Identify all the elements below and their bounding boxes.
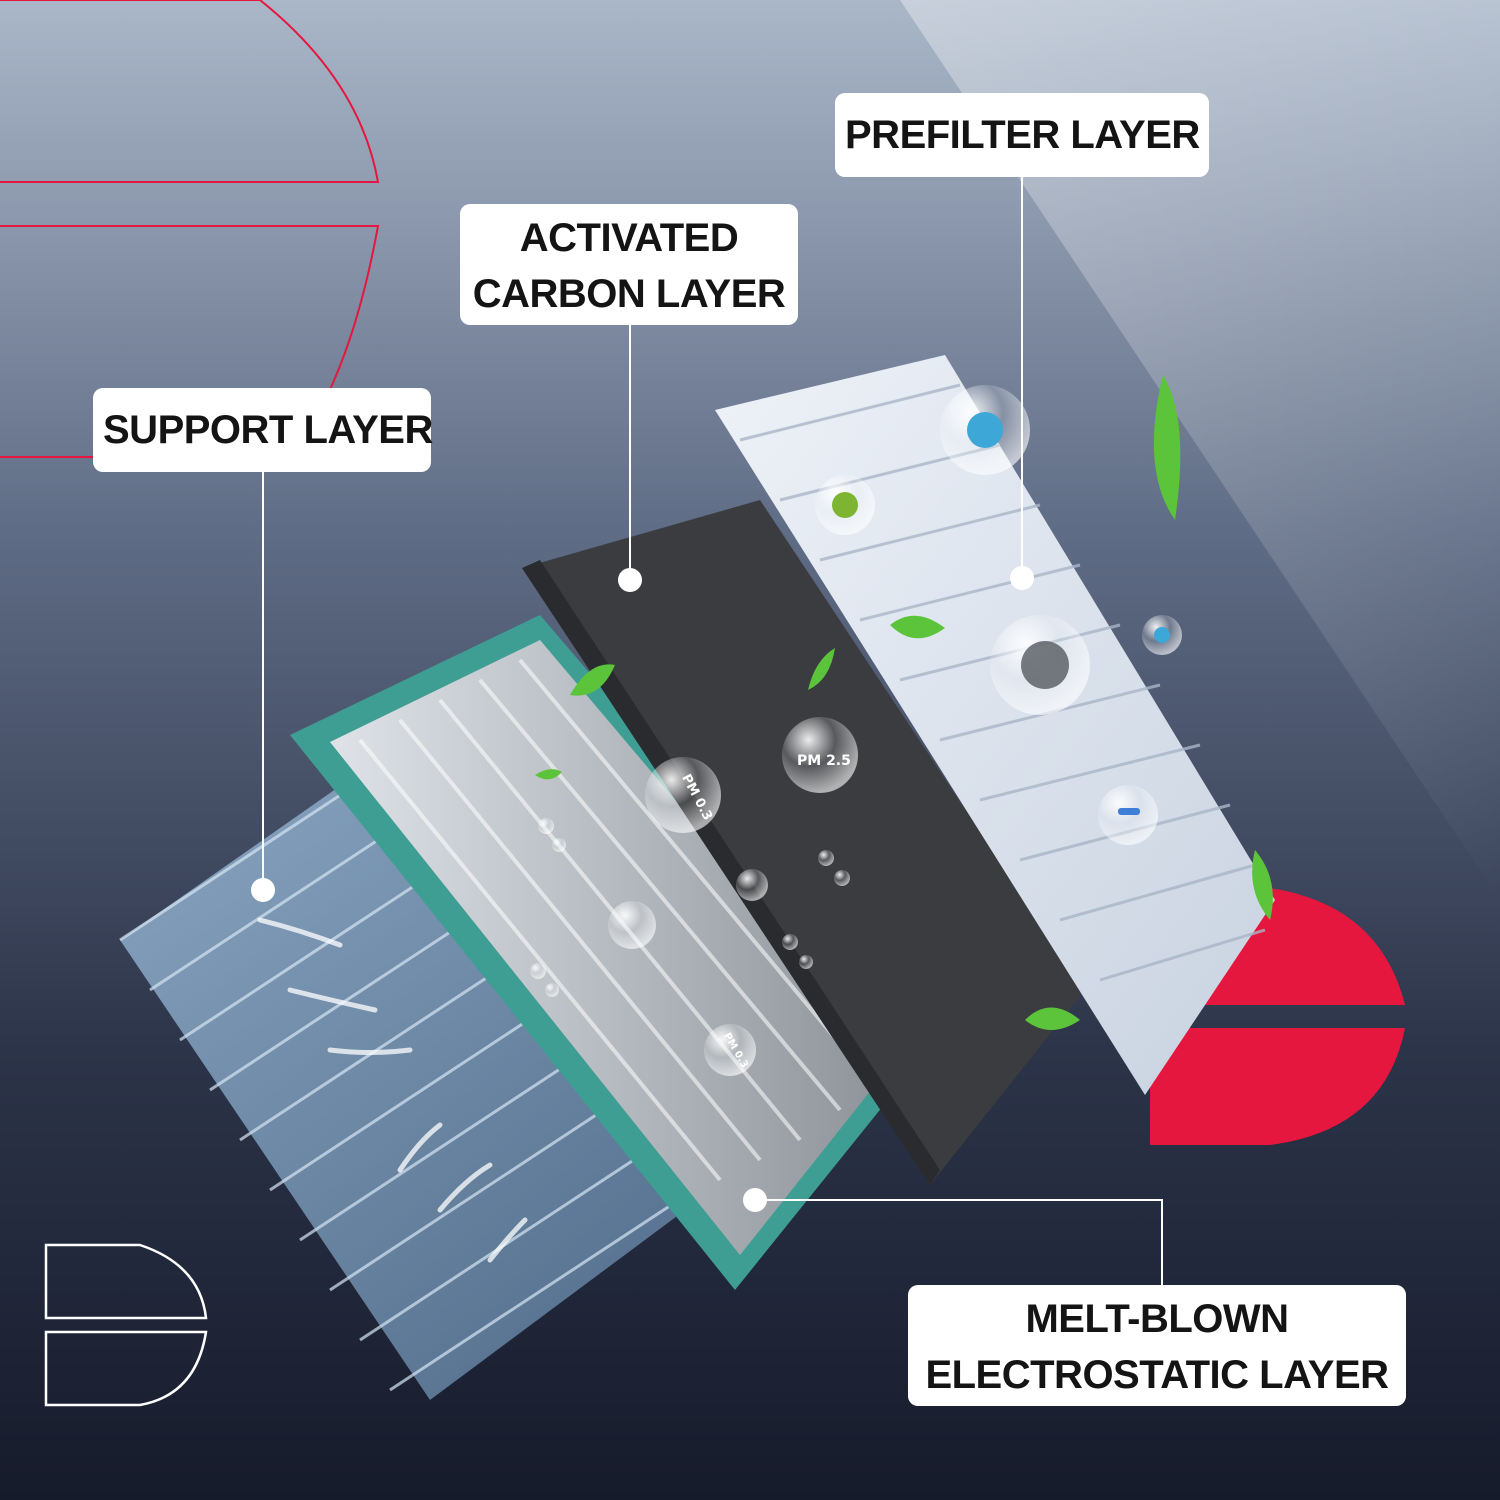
leaf-decorations xyxy=(535,375,1273,1030)
leaf-icon xyxy=(535,769,562,780)
support-layer-text: SUPPORT LAYER xyxy=(103,408,433,452)
pm03-bubble-a xyxy=(645,757,721,833)
leader-lines xyxy=(262,177,1163,1285)
leader-dots xyxy=(251,566,1034,1212)
leaf-icon xyxy=(1252,850,1273,920)
activated-carbon-layer-label: ACTIVATED CARBON LAYER xyxy=(460,204,798,325)
pm03-bubble-b xyxy=(704,1024,756,1076)
prefilter-layer-pleats xyxy=(715,355,1275,1095)
activated-carbon-line-2: CARBON LAYER xyxy=(472,272,786,316)
prefilter-layer-label: PREFILTER LAYER xyxy=(835,93,1209,177)
pm25-bubble xyxy=(782,717,858,793)
melt-blown-electrostatic-layer-label: MELT-BLOWN ELECTROSTATIC LAYER xyxy=(908,1285,1406,1406)
leaf-icon xyxy=(1025,1007,1080,1030)
pm25-label: PM 2.5 xyxy=(797,753,851,769)
activated-carbon-line-1: ACTIVATED xyxy=(519,216,739,260)
leaf-icon xyxy=(570,664,615,696)
air-stream-glow xyxy=(900,0,1500,900)
leaf-icon xyxy=(808,648,835,690)
decorative-white-outline xyxy=(44,1243,208,1407)
activated-carbon-layer xyxy=(522,500,1085,1185)
melt-blown-line-2: ELECTROSTATIC LAYER xyxy=(925,1353,1389,1397)
support-layer-label: SUPPORT LAYER xyxy=(93,388,433,472)
leaf-icon xyxy=(1153,375,1181,520)
melt-blown-line-1: MELT-BLOWN xyxy=(1025,1297,1289,1341)
prefilter-layer-text: PREFILTER LAYER xyxy=(845,113,1200,157)
particle-bubbles: PM 2.5 PM 0.3 PM 0.3 xyxy=(530,385,1182,1076)
leaf-icon xyxy=(890,615,945,639)
